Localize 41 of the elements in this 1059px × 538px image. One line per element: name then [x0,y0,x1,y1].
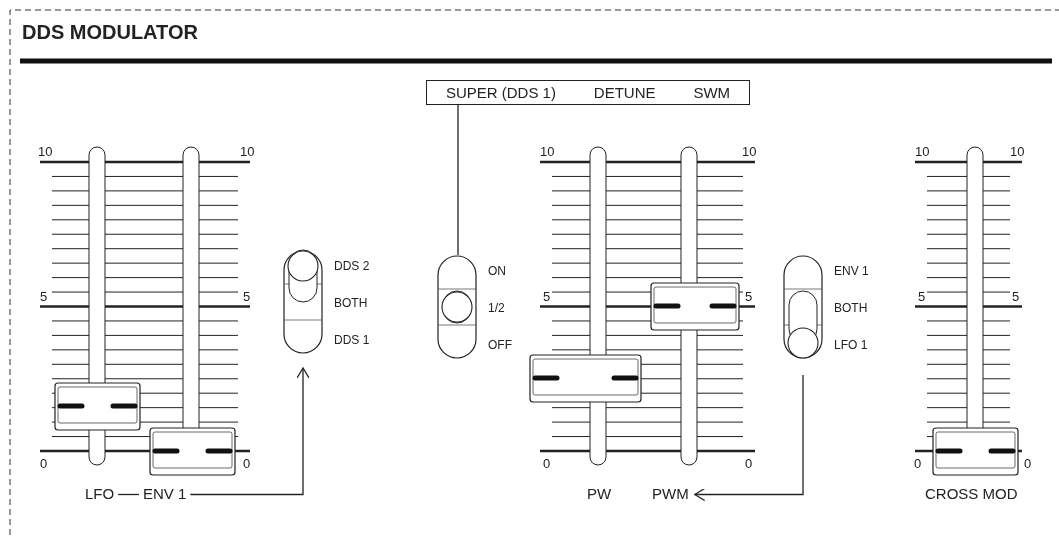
scale-number: 0 [40,457,48,470]
switch-position-label: LFO 1 [834,339,868,351]
label-box [426,80,750,105]
connector-line [117,493,140,496]
scale-number: 5 [1012,290,1020,303]
scale-number: 5 [918,290,926,303]
switch-position-label: BOTH [834,302,868,314]
scale-number: 10 [915,145,930,158]
panel-title: DDS MODULATOR [22,22,198,42]
scale-number: 5 [543,290,551,303]
switch-position-label: DDS 2 [334,260,370,272]
control-label: ENV 1 [143,486,187,501]
connector-line [457,104,459,256]
scale-number: 10 [540,145,555,158]
scale-number: 0 [543,457,551,470]
arrow [189,367,310,496]
control-label: LFO [85,486,115,501]
scale-number: 10 [742,145,757,158]
control-label: PWM [652,486,689,501]
scale-number: 0 [745,457,753,470]
scale-number: 0 [1024,457,1032,470]
mode-label: DETUNE [593,84,656,101]
switch-position-label: DDS 1 [334,334,370,346]
scale-number: 0 [243,457,251,470]
control-label: PW [587,486,612,501]
scale-number: 5 [243,290,251,303]
arrow [694,374,804,502]
scale-number: 10 [240,145,255,158]
control-label: CROSS MOD [925,486,1018,501]
switch-position-label: BOTH [334,297,368,309]
switch-position-label: 1/2 [488,302,505,314]
switch-position-label: ENV 1 [834,265,869,277]
switch-position-label: ON [488,265,506,277]
scale-number: 10 [1010,145,1025,158]
scale-number: 10 [38,145,53,158]
scale-number: 5 [745,290,753,303]
scale-number: 0 [914,457,922,470]
mode-label: SUPER (DDS 1) [445,84,556,101]
mode-label: SWM [693,84,731,101]
switch-position-label: OFF [488,339,512,351]
scale-number: 5 [40,290,48,303]
